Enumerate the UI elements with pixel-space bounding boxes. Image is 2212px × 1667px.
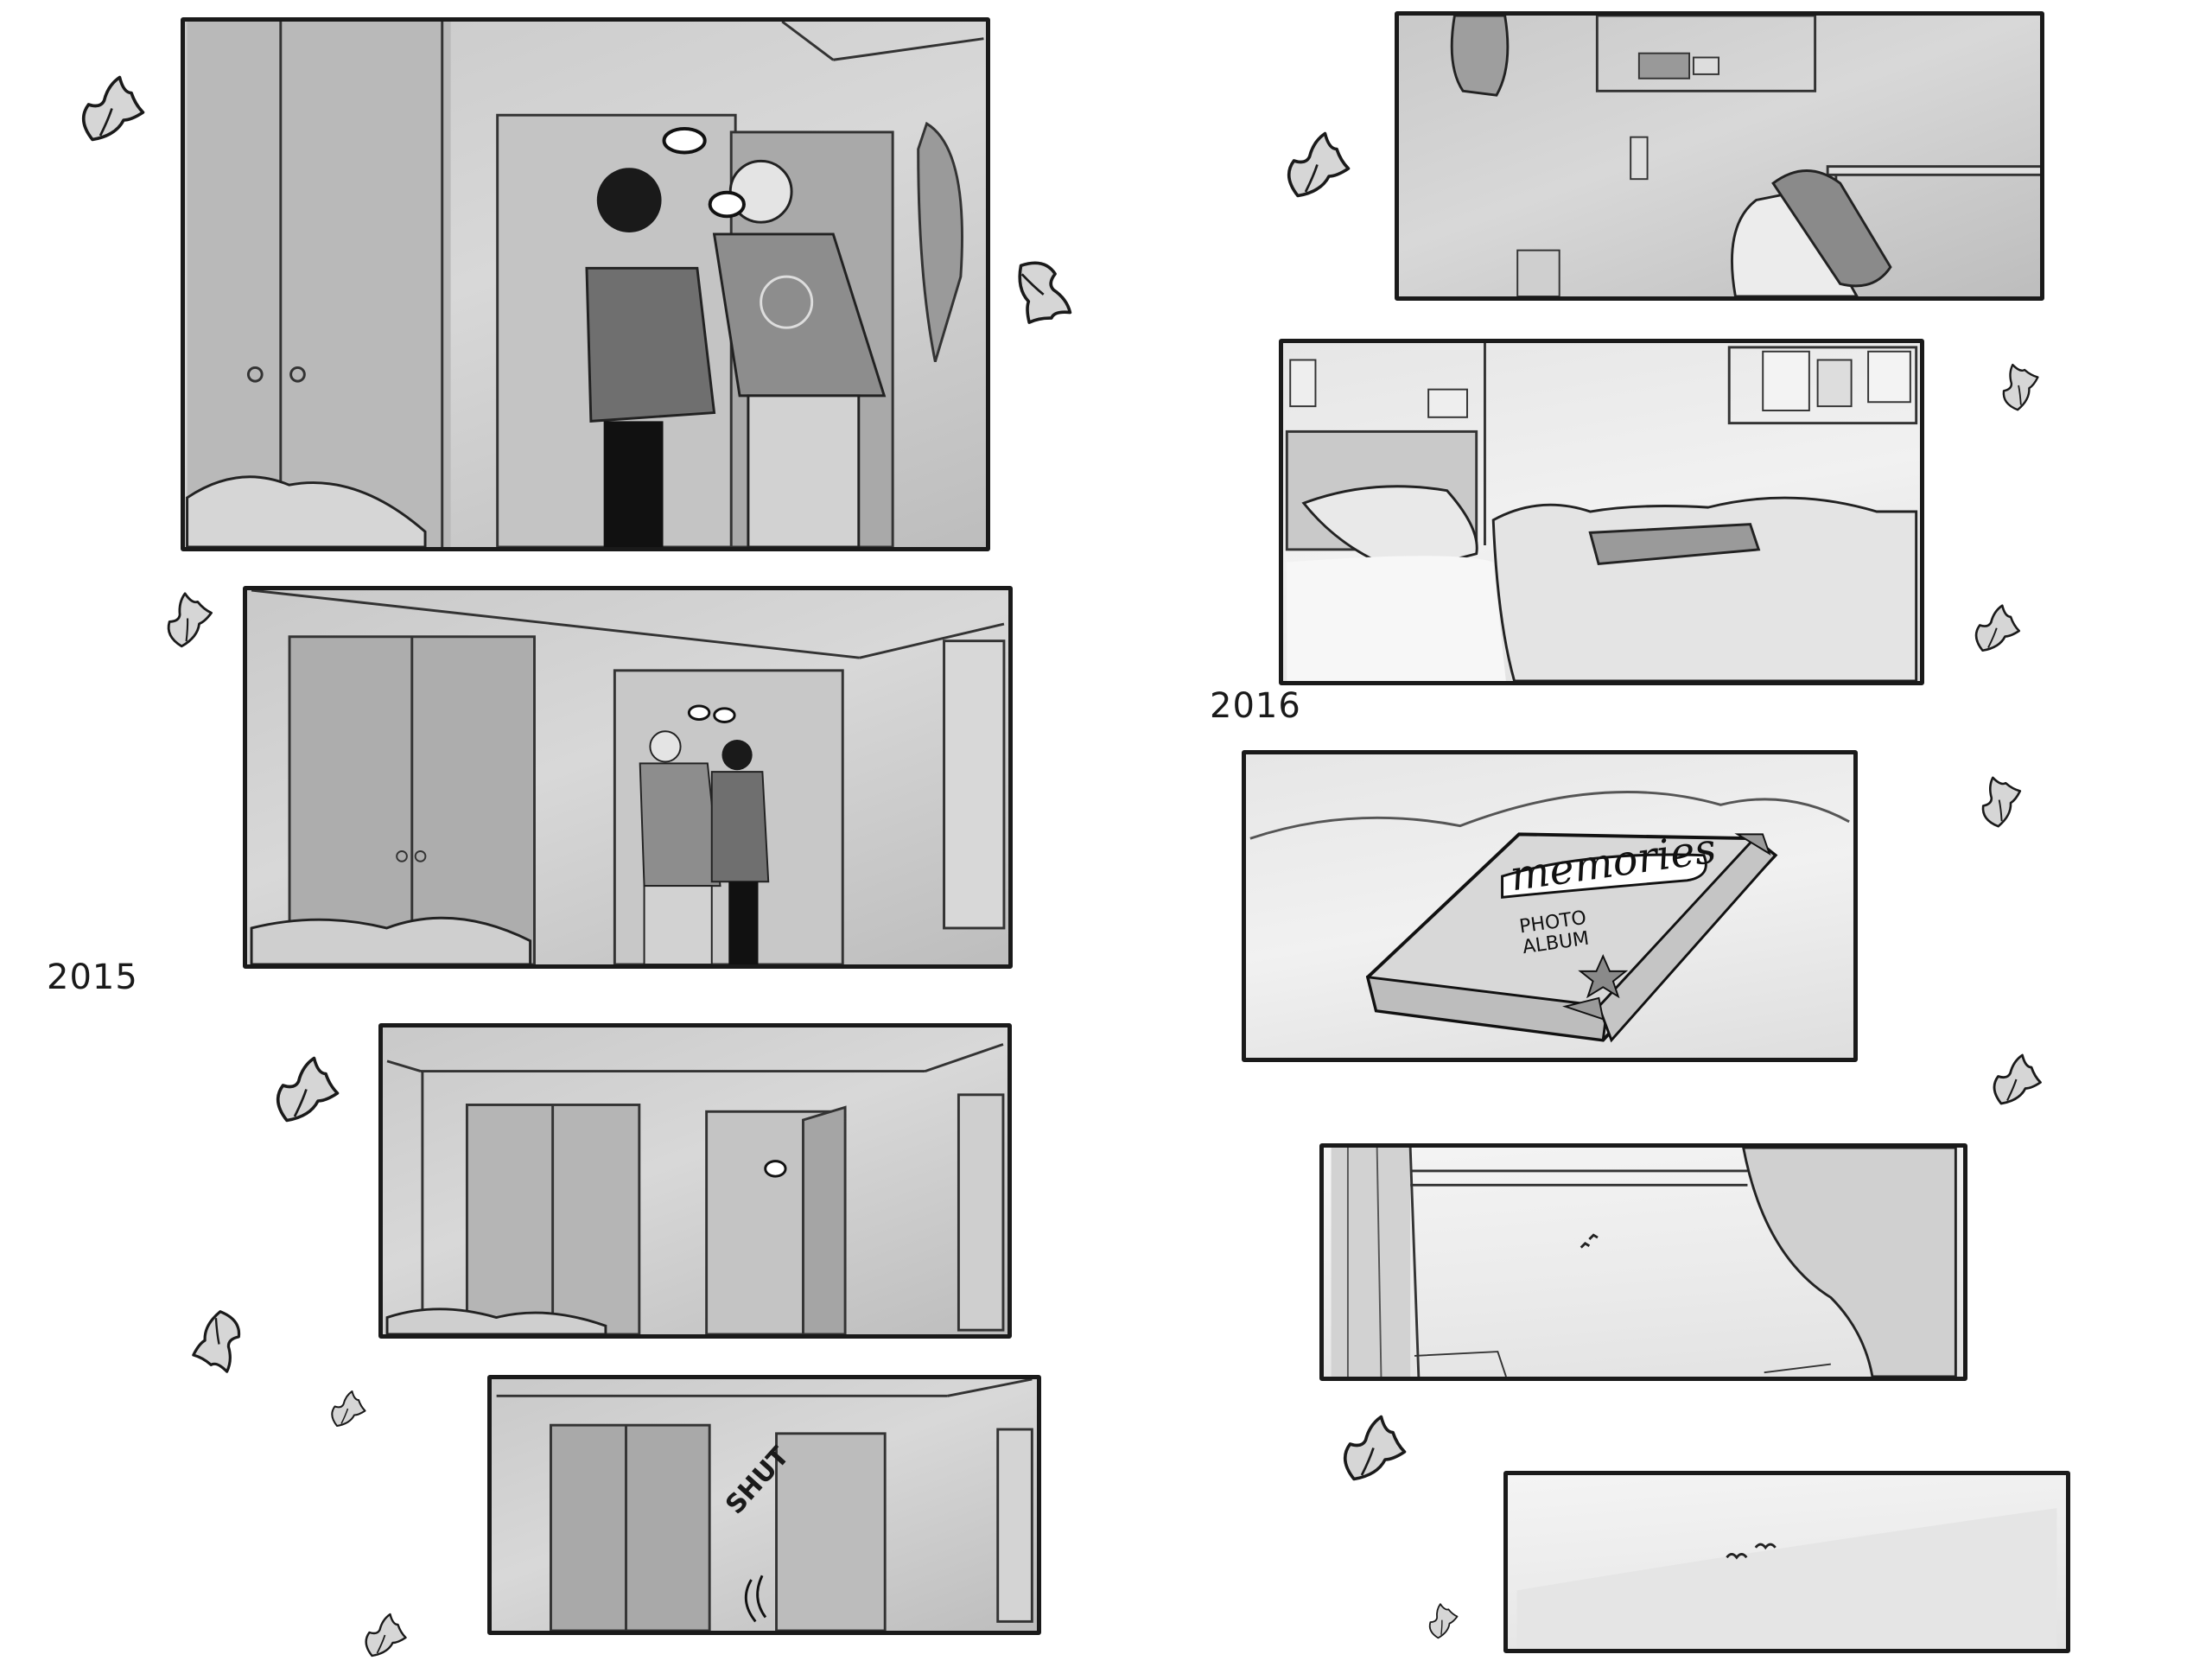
panel-3-art [385,1043,1005,1334]
leaf-icon [324,1387,367,1435]
comic-panel-r2 [1279,339,1924,685]
panel-2-art [250,590,1006,964]
leaf-icon [350,1612,415,1664]
year-label-2016: 2016 [1210,686,1301,726]
comic-panel-r3: memories PHOTO ALBUM [1242,750,1858,1062]
leaf-icon [1978,346,2057,431]
panel-r3-art [1249,791,1850,1043]
comic-panel-3 [378,1023,1012,1339]
leaf-icon [145,579,226,665]
leaf-icon [1274,130,1352,207]
leaf-icon [991,239,1090,339]
leaf-icon [1414,1594,1467,1651]
panel-4-art [496,1379,1033,1631]
comic-panel-r4 [1319,1143,1967,1381]
panel-r2-art [1285,343,1918,681]
leaf-icon [1956,760,2039,848]
year-label-2015: 2015 [47,958,138,997]
leaf-icon [1983,1050,2044,1115]
comic-panel-4: SHUT [487,1375,1041,1635]
panel-r4-art [1331,1148,1957,1377]
leaf-icon [69,73,147,151]
leaf-icon [167,1281,274,1397]
comic-panel-1 [181,17,990,551]
comic-panel-2 [243,586,1013,969]
leaf-icon [264,1054,341,1132]
comic-panel-r5 [1503,1471,2070,1653]
panel-1-art [186,22,984,547]
leaf-icon [1331,1413,1408,1491]
comic-panel-r1 [1395,11,2044,301]
panel-r1-art [1450,16,2040,296]
panel-r5-art [1516,1508,2057,1649]
leaf-icon [1966,596,2022,665]
